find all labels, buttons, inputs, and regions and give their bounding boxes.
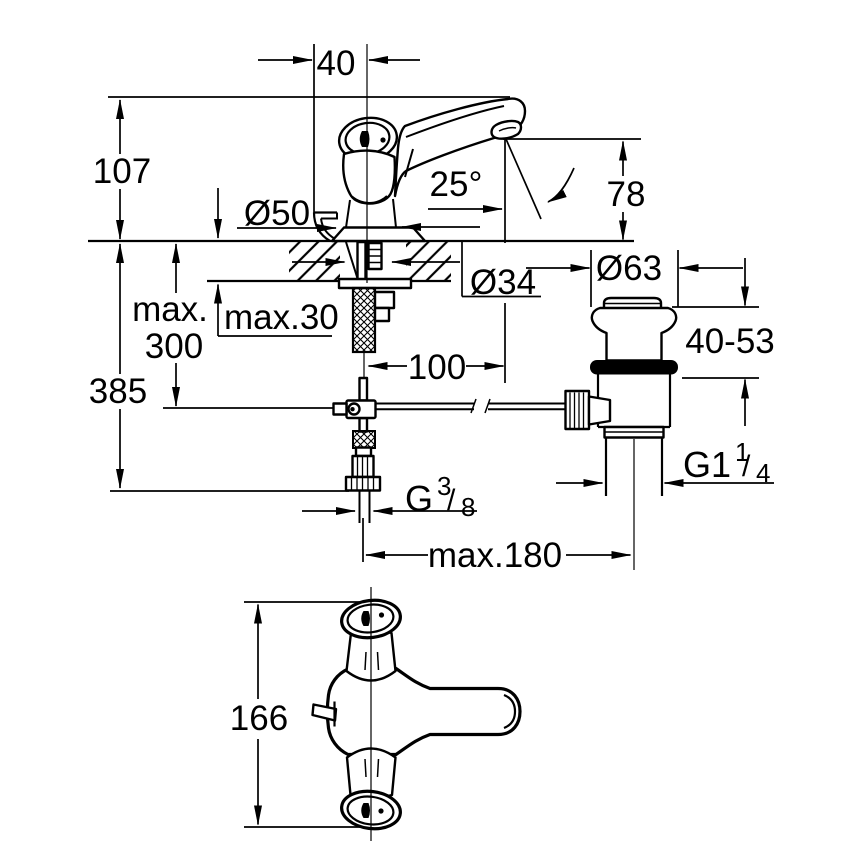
dim-label-dia63: Ø63 <box>596 249 662 288</box>
vertical-rod-upper <box>358 376 369 402</box>
dim-depth-385: 385 <box>89 243 349 492</box>
dim-label-g114-base: G1 <box>683 444 731 485</box>
braided-hose <box>351 286 377 354</box>
supply-connector <box>344 430 382 523</box>
dim-max-300: max. 300 <box>132 243 334 409</box>
vertical-rod-lower <box>358 416 369 433</box>
dim-label-angle-25: 25° <box>430 165 483 204</box>
mounting-shank <box>337 240 413 290</box>
dim-outlet-78: 78 <box>503 138 646 241</box>
dim-label-g38-num: 3 <box>437 471 451 501</box>
plan-bottom-handle-dot <box>378 808 384 814</box>
dim-label-max-300-line1: max. <box>132 290 208 329</box>
dim-label-dia34: Ø34 <box>470 263 536 302</box>
rod-break-mark <box>484 398 491 414</box>
aerator-inner-line <box>498 126 517 132</box>
braided-hose-lower <box>352 430 376 449</box>
plan-body-spout <box>325 666 522 757</box>
dim-label-78: 78 <box>607 175 646 214</box>
dim-label-max180: max.180 <box>428 536 562 575</box>
dim-thread-g1-1-4: G1 1 / 4 <box>556 437 774 488</box>
dim-label-g38-den: 8 <box>461 492 475 522</box>
plan-top-handle-dot <box>378 612 385 618</box>
rod-junction-stub <box>332 402 348 416</box>
dim-spout-offset-40: 40 <box>258 44 420 213</box>
waste-rubber-seal <box>590 360 678 375</box>
dim-label-g38-base: G <box>405 478 433 519</box>
dim-body-166: 166 <box>230 601 362 828</box>
dim-rod-100: 100 <box>367 303 506 387</box>
dim-basin-40-53: 40-53 <box>672 258 775 426</box>
rod-break-mark <box>470 398 477 414</box>
plan-spout-inner-arc <box>503 693 517 730</box>
dim-label-g38-slash: / <box>447 484 456 517</box>
body-column-right <box>392 198 397 228</box>
dim-label-107: 107 <box>93 152 151 191</box>
faucet-side <box>312 97 527 243</box>
dim-label-166: 166 <box>230 699 288 738</box>
plan-top-handle-indicator <box>361 611 370 626</box>
waste-flange <box>590 306 678 362</box>
dim-waste-dia63: Ø63 <box>526 249 743 307</box>
dim-label-g114-den: 4 <box>756 458 770 488</box>
dim-thread-g3-8: G 3 / 8 <box>302 471 477 522</box>
dim-label-max30: max.30 <box>224 298 339 337</box>
aerator <box>490 119 523 140</box>
spout-outline <box>393 97 527 198</box>
dimensions: 40 107 Ø50 25° 78 <box>89 44 775 828</box>
plan-bottom-handle-inner <box>346 795 395 826</box>
plan-top-handle-inner <box>346 603 395 634</box>
dim-height-107: 107 <box>93 96 510 240</box>
handle-skirt-lip <box>351 195 388 205</box>
dim-angle-25: 25° <box>428 138 575 243</box>
plan-view <box>311 587 522 841</box>
dim-label-dia50: Ø50 <box>244 194 310 233</box>
dim-hole-dia34: Ø34 <box>292 242 541 302</box>
dim-label-g114-slash: / <box>742 450 751 483</box>
waste-knob-cone <box>587 395 612 426</box>
body-column-left <box>345 199 351 228</box>
pop-up-pull-rod-knob <box>312 211 338 242</box>
dim-label-max-300-line2: 300 <box>145 327 203 366</box>
pop-up-waste <box>564 296 678 570</box>
plan-bottom-handle-indicator <box>361 803 370 818</box>
dim-label-40-53: 40-53 <box>685 322 775 361</box>
dim-label-g114-num: 1 <box>735 437 749 467</box>
handle-indicator <box>359 131 370 147</box>
handle-skirt <box>342 149 397 205</box>
spout-top-inner-line <box>405 105 505 138</box>
dim-deck-max30: max.30 <box>214 188 339 337</box>
handle-dot <box>380 137 386 143</box>
faucet-base <box>330 226 427 243</box>
waste-rod-knob <box>564 389 591 431</box>
mounting-washer <box>337 277 413 290</box>
dim-label-40: 40 <box>317 44 356 83</box>
dim-label-385: 385 <box>89 372 147 411</box>
pull-rod-linkage <box>332 376 567 433</box>
supply-hose <box>351 286 396 379</box>
dim-reach-max180: max.180 <box>362 518 632 575</box>
dim-label-100: 100 <box>408 348 466 387</box>
spout-accent-line <box>404 148 414 178</box>
dim-base-dia50: Ø50 <box>237 194 480 233</box>
